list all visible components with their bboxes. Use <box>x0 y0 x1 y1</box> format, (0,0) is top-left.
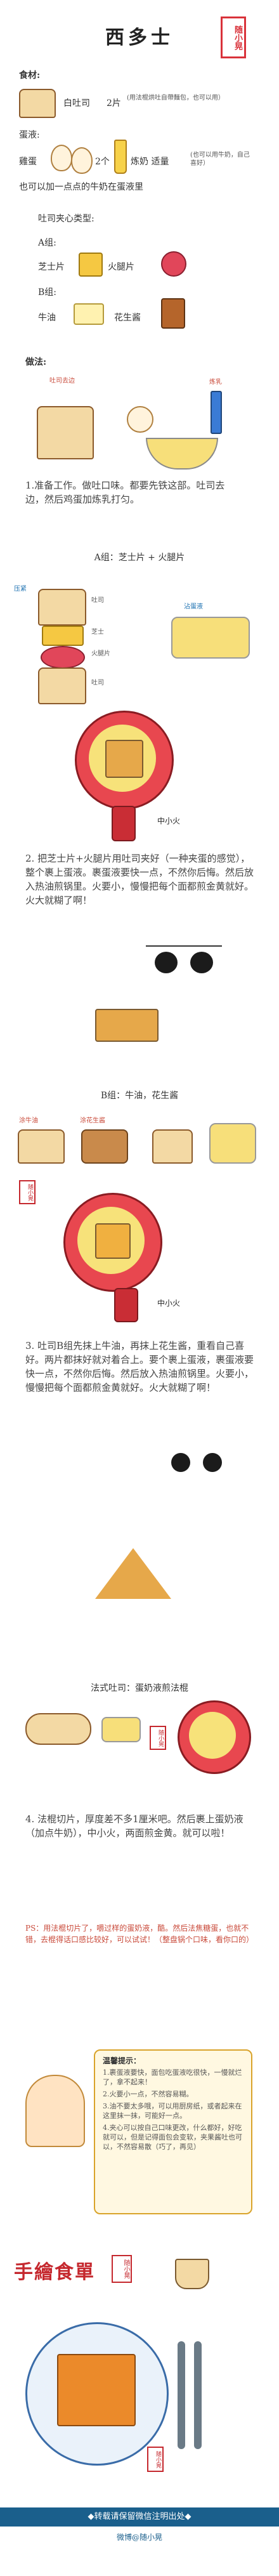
mixing-bowl-illustration <box>146 438 218 470</box>
ham-tag: 火腿片 <box>91 650 110 657</box>
cheese-slice-icon <box>79 253 103 277</box>
peanut-toast-illustration <box>81 1129 128 1164</box>
weibo-handle: 微博@随小晃 <box>116 2533 162 2542</box>
bread-qty: 2片 <box>107 98 121 108</box>
artist-seal: 随小晃 <box>221 16 246 58</box>
milk-tag: 炼乳 <box>209 379 222 386</box>
condensed-milk-tube-icon <box>114 140 127 174</box>
egg-note: 也可以加一点点的牛奶在蛋液里 <box>19 182 143 192</box>
coffee-cup-illustration <box>175 2259 209 2289</box>
egg-label: 雞蛋 <box>19 157 37 167</box>
egg-qty: 2个 <box>95 157 110 167</box>
ps-note: PS：用法棍切片了，嚼过样的蛋奶液，酷。然后法焦糖蛋，也就不错，去棍得话口感比较… <box>25 1924 254 1944</box>
eye-icon <box>203 1453 222 1472</box>
finished-toast-illustration-a <box>95 1009 159 1042</box>
egg-dish-illustration <box>171 617 250 659</box>
method-heading: 做法: <box>25 357 47 367</box>
eye-icon <box>171 1453 190 1472</box>
toast-tag: 吐司 <box>91 597 104 604</box>
butter-toast-illustration <box>18 1129 65 1164</box>
egg-dip-tag: 沾蛋液 <box>184 603 203 610</box>
small-seal: 随小晃 <box>19 1180 36 1204</box>
bread-slice-icon <box>19 89 56 118</box>
milk-note: (也可以用牛奶，自己喜好） <box>190 152 250 167</box>
tip-item: 2.火要小一点，不然容易糊。 <box>103 2090 193 2098</box>
ingredients-heading: 食材: <box>19 70 41 81</box>
butter-icon <box>74 303 104 325</box>
group-b-label: B组: <box>38 287 57 298</box>
toast-bottom-illustration <box>38 667 86 704</box>
cracked-egg-icon <box>127 406 153 433</box>
b-item-peanut: 花生酱 <box>114 313 141 323</box>
pan-c-surface <box>189 1712 236 1759</box>
b-item-butter: 牛油 <box>38 313 56 323</box>
knife-icon <box>194 2341 202 2449</box>
egg-icon <box>71 147 93 174</box>
section-a-title: A组：芝士片 + 火腿片 <box>94 553 185 563</box>
bread-note: (用法棍烘吐自帶麵包，也可以用） <box>127 95 224 102</box>
ham-slice-icon <box>161 251 186 277</box>
peanut-tag: 涂花生酱 <box>80 1117 105 1124</box>
french-toast-stack-illustration <box>57 2354 136 2426</box>
cheese-tag: 芝士 <box>91 629 104 636</box>
fillings-heading: 吐司夹心类型: <box>38 214 94 224</box>
butter-tag: 涂牛油 <box>19 1117 38 1124</box>
step-4-text: 4. 法棍切片，厚度差不多1厘米吧。然后裹上蛋奶液（加点牛奶），中小火，两面煎金… <box>25 1813 243 1839</box>
milk-label: 炼奶 适量 <box>131 157 169 167</box>
eye-icon <box>190 952 213 973</box>
page-title: 西多士 <box>105 27 174 49</box>
step-3-text: 3. 吐司B组先抹上牛油，再抹上花生酱，重看自己喜好。两片都抹好就对着合上。要个… <box>25 1340 254 1393</box>
tips-heading: 温馨提示： <box>103 2056 141 2065</box>
a-item-ham: 火腿片 <box>108 262 134 272</box>
pan-b-handle-illustration <box>114 1288 138 1322</box>
egg-heading: 蛋液: <box>19 130 40 140</box>
fire-level-b: 中小火 <box>157 1299 181 1308</box>
fire-level-a: 中小火 <box>157 817 181 825</box>
closed-toast-illustration <box>152 1129 193 1164</box>
frying-sandwich-illustration <box>105 740 143 778</box>
eye-icon <box>155 952 178 973</box>
peanut-butter-jar-icon <box>161 298 185 329</box>
toast-top-illustration <box>38 589 86 626</box>
bread-label: 白吐司 <box>63 98 90 108</box>
a-item-cheese: 芝士片 <box>38 262 65 272</box>
section-c-title: 法式吐司：蛋奶液煎法棍 <box>91 1683 188 1693</box>
trimmed-toast-illustration <box>37 406 94 459</box>
pan-handle-illustration <box>112 806 136 841</box>
baguette-illustration <box>25 1713 91 1745</box>
tips-box: 温馨提示： 1.裹蛋液要快，面包吃蛋液吃很快，一慢就烂了，拿不起来！ 2.火要小… <box>94 2049 252 2214</box>
frying-sandwich-b-illustration <box>95 1223 131 1259</box>
tip-item: 1.裹蛋液要快，面包吃蛋液吃很快，一慢就烂了，拿不起来！ <box>103 2068 242 2086</box>
milk-tube-icon <box>211 391 222 434</box>
cheese-layer-illustration <box>42 626 84 646</box>
small-seal: 随小晃 <box>150 1726 166 1750</box>
toast-tag-2: 吐司 <box>91 680 104 687</box>
egg-icon <box>51 145 72 171</box>
toast-label: 吐司去边 <box>49 378 75 384</box>
group-a-label: A组: <box>38 238 56 248</box>
egg-dish-b-illustration <box>209 1123 256 1164</box>
step-1-text: 1.准备工作。做吐口味。都要先铁这部。吐司去边，然后鸡蛋加炼乳打匀。 <box>25 480 225 505</box>
step-2-text: 2. 把芝士片+火腿片用吐司夹好（一种夹蛋的感觉），整个裹上蛋液。裹蛋液要快一点… <box>25 853 254 906</box>
ham-layer-illustration <box>41 646 85 669</box>
repost-notice: ◆转载请保留微信注明出处◆ <box>0 2507 279 2527</box>
small-seal: 随小晃 <box>147 2447 164 2472</box>
egg-bowl-c-illustration <box>101 1717 141 1742</box>
brand-seal: 随小晃 <box>112 2255 132 2283</box>
brand-signature: 手繪食單 <box>14 2261 95 2284</box>
tip-item: 3.油不要太多哦，可以用厨房纸，或者起来在这里抹一抹，可能好一点。 <box>103 2102 242 2120</box>
chef-character-illustration <box>25 2075 85 2147</box>
section-b-title: B组：牛油，花生酱 <box>100 1091 179 1101</box>
toast-triangle-illustration <box>95 1548 171 1599</box>
fork-icon <box>178 2341 185 2449</box>
press-tag: 压紧 <box>14 586 27 593</box>
tip-item: 4.夹心可以按自己口味更改，什么都好，好吃就可以，但是记得面包会变软，夹果酱吐也… <box>103 2124 242 2151</box>
